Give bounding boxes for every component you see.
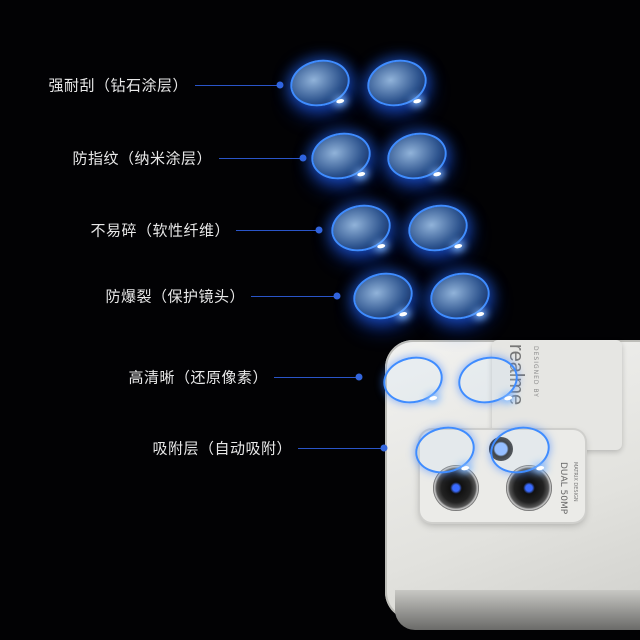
- callout-dot: [276, 81, 284, 89]
- lens-film: [403, 199, 473, 257]
- lens-film: [326, 199, 396, 257]
- callout-dot: [315, 226, 323, 234]
- callout-line: [251, 296, 336, 297]
- lens-film: [285, 54, 355, 112]
- feature-label-scratch: 强耐刮（钻石涂层）: [48, 76, 188, 95]
- callout-line: [236, 230, 318, 231]
- callout-line: [274, 377, 358, 378]
- lens-film: [425, 267, 495, 325]
- lens-film: [382, 127, 452, 185]
- callout-dot: [299, 154, 307, 162]
- callout-dot: [355, 373, 363, 381]
- callout-dot: [380, 444, 388, 452]
- feature-label-explosion: 防爆裂（保护镜头）: [105, 287, 245, 306]
- lens-film: [348, 267, 418, 325]
- phone-edge: [395, 590, 640, 630]
- callout-dot: [333, 292, 341, 300]
- feature-label-fingerprint: 防指纹（纳米涂层）: [72, 149, 212, 168]
- lens-film: [362, 54, 432, 112]
- feature-label-adhesion: 吸附层（自动吸附）: [152, 439, 292, 458]
- designed-by-text: DESIGNED BY: [532, 346, 539, 398]
- callout-line: [298, 448, 383, 449]
- feature-label-shatter: 不易碎（软性纤维）: [90, 221, 230, 240]
- callout-line: [195, 85, 278, 86]
- camera-subtext: MATRIX DESIGN: [572, 462, 578, 502]
- feature-label-clarity: 高清晰（还原像素）: [128, 368, 268, 387]
- lens-film: [306, 127, 376, 185]
- camera-text: DUAL 50MP: [558, 462, 568, 515]
- callout-line: [219, 158, 302, 159]
